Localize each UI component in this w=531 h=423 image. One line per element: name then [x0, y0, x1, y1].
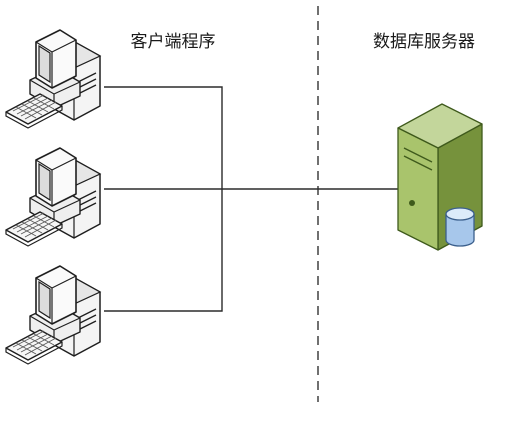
desktop-computer-icon	[5, 29, 101, 129]
desktop-computer-icon	[5, 265, 101, 365]
database-server-label: 数据库服务器	[373, 32, 475, 52]
desktop-computer-icon	[5, 147, 101, 247]
database-server-icon	[397, 103, 483, 251]
connection-lines	[104, 86, 398, 312]
client-program-label: 客户端程序	[131, 32, 216, 52]
